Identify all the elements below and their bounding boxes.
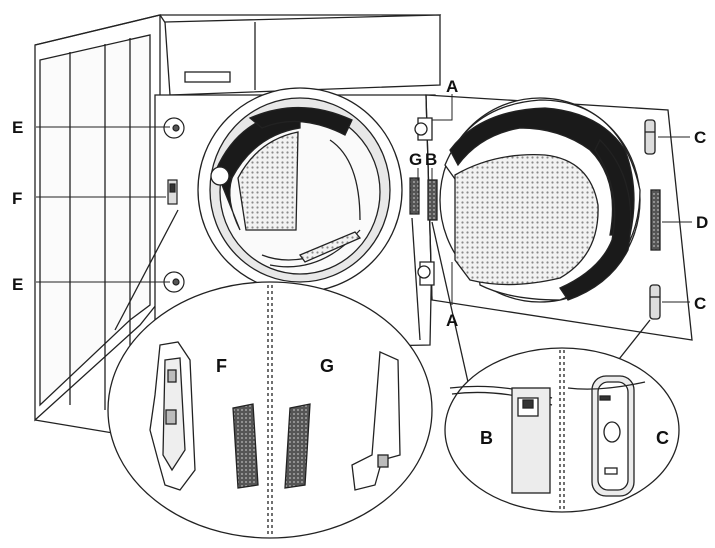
label-G-small: G xyxy=(409,150,422,169)
door-hinge-top xyxy=(414,117,433,141)
cabinet-hinge-top xyxy=(163,117,185,139)
label-C-top: C xyxy=(694,128,706,147)
label-A-bottom: A xyxy=(446,311,458,330)
inset-label-G: G xyxy=(320,356,334,376)
label-B-small: B xyxy=(425,150,437,169)
inset-hook-G xyxy=(351,351,401,491)
label-F: F xyxy=(12,189,22,208)
inset-label-B: B xyxy=(480,428,493,448)
door-catch-F xyxy=(167,179,178,205)
drum-opening xyxy=(197,87,403,293)
inset-strip-G xyxy=(284,403,311,489)
label-E-bottom: E xyxy=(12,275,23,294)
inset-label-C: C xyxy=(656,428,669,448)
label-E-top: E xyxy=(12,118,23,137)
door-hinge-bottom xyxy=(417,261,435,286)
inset-strip-F xyxy=(232,403,259,489)
door-handle-D xyxy=(650,189,661,251)
door-latch-C-top xyxy=(644,119,656,155)
label-D: D xyxy=(696,213,708,232)
door-latch-C-bottom xyxy=(649,284,661,320)
inset-latch-F xyxy=(149,341,196,491)
callout-labels: E F E A G B A C D C F G B C xyxy=(12,77,708,448)
inset-label-F: F xyxy=(216,356,227,376)
inset-seal-B xyxy=(449,385,553,494)
door-seal-B xyxy=(427,179,438,221)
inset-right xyxy=(431,221,680,513)
door xyxy=(414,94,693,341)
inset-left xyxy=(107,209,433,539)
callout-lines xyxy=(36,94,692,305)
inset-latch-C xyxy=(567,375,646,497)
label-C-bottom: C xyxy=(694,294,706,313)
door-catch-G xyxy=(409,177,420,215)
label-A-top: A xyxy=(446,77,458,96)
control-panel xyxy=(164,14,441,96)
